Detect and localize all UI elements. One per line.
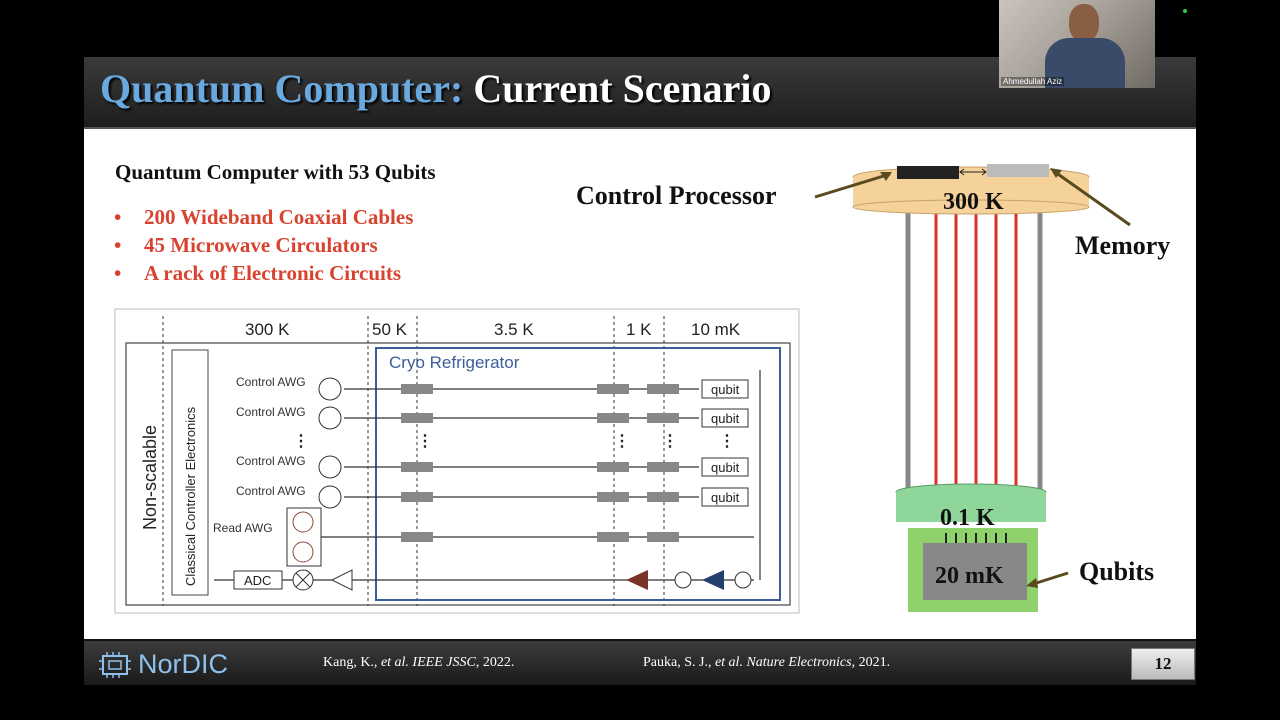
footer: NorDIC Kang, K., et al. IEEE JSSC, 2022.… xyxy=(84,639,1196,685)
attenuator xyxy=(597,492,629,502)
signal-source-icon xyxy=(318,485,342,509)
ellipsis: ⋮ xyxy=(662,433,678,450)
temp-3.5k: 3.5 K xyxy=(494,320,534,339)
non-scalable-label: Non-scalable xyxy=(140,425,160,530)
adc-label: ADC xyxy=(244,573,271,588)
stage-20mk-label: 20 mK xyxy=(935,563,1004,589)
status-dot xyxy=(1183,9,1187,13)
hemt-amplifier-icon xyxy=(626,570,648,590)
processor-chip xyxy=(897,166,959,179)
cryo-label: Cryo Refrigerator xyxy=(389,353,520,372)
memory-label: Memory xyxy=(1075,231,1170,260)
chip-icon xyxy=(99,651,131,678)
qubit-box xyxy=(701,379,749,399)
bullet-item: •45 Microwave Circulators xyxy=(114,233,378,257)
bullet-item: •A rack of Electronic Circuits xyxy=(114,261,402,285)
webcam-thumbnail[interactable]: Ahmedullah Aziz xyxy=(999,0,1155,88)
reference-kang: Kang, K., et al. IEEE JSSC, 2022. xyxy=(323,655,515,670)
attenuator xyxy=(597,462,629,472)
attenuator xyxy=(401,413,433,423)
qubit-label: qubit xyxy=(711,382,740,397)
coax-wires xyxy=(934,210,1018,495)
attenuator xyxy=(647,413,679,423)
circulator-icon xyxy=(734,571,752,589)
attenuator xyxy=(597,413,629,423)
stage-300k-label: 300 K xyxy=(943,189,1004,215)
attenuator xyxy=(401,462,433,472)
attenuator xyxy=(401,492,433,502)
link-arrow xyxy=(959,168,987,176)
cryostat-diagram: 300 K 0.1 K 20 mK xyxy=(852,164,1090,612)
figure-border xyxy=(114,308,800,614)
control-awg-label: Control AWG xyxy=(236,375,306,389)
signal-source-icon xyxy=(292,511,314,533)
temp-50k: 50 K xyxy=(372,320,408,339)
control-awg-label: Control AWG xyxy=(236,484,306,498)
mixer-cross xyxy=(295,572,311,588)
circuit-diagram: 300 K 50 K 3.5 K 1 K 10 mK Non-scalable … xyxy=(114,308,800,614)
controller-label: Classical Controller Electronics xyxy=(183,406,198,586)
qubit-label: qubit xyxy=(711,460,740,475)
title-accent: Quantum Computer: xyxy=(100,66,464,111)
attenuator xyxy=(597,532,629,542)
page-number: 12 xyxy=(1131,648,1195,680)
attenuator xyxy=(647,532,679,542)
ellipsis: ⋮ xyxy=(614,433,630,450)
attenuator xyxy=(647,492,679,502)
adc-box xyxy=(233,570,283,590)
control-processor-label: Control Processor xyxy=(576,181,777,210)
participant-name: Ahmedullah Aziz xyxy=(1001,77,1065,86)
participant-head xyxy=(1069,4,1099,42)
attenuator xyxy=(597,384,629,394)
control-awg-label: Control AWG xyxy=(236,454,306,468)
memory-chip xyxy=(987,164,1049,177)
control-awg-label: Control AWG xyxy=(236,405,306,419)
qubit-box xyxy=(701,487,749,507)
stage-01k-label: 0.1 K xyxy=(940,505,995,531)
temp-300k: 300 K xyxy=(245,320,290,339)
nordic-logo: NorDIC xyxy=(98,649,228,680)
attenuator xyxy=(647,462,679,472)
attenuator xyxy=(401,384,433,394)
signal-source-icon xyxy=(318,406,342,430)
pointer-arrow xyxy=(814,172,891,199)
ellipsis: ⋮ xyxy=(293,433,309,450)
amplifier-icon xyxy=(330,569,353,591)
signal-source-icon xyxy=(318,377,342,401)
reference-pauka: Pauka, S. J., et al. Nature Electronics,… xyxy=(643,655,891,670)
qubits-label: Qubits xyxy=(1079,557,1154,586)
qubit-box xyxy=(701,457,749,477)
top-disk-rim xyxy=(852,199,1090,215)
attenuator xyxy=(401,532,433,542)
participant-body xyxy=(1045,38,1125,88)
slide-title: Quantum Computer: Current Scenario xyxy=(100,65,771,112)
qubit-label: qubit xyxy=(711,411,740,426)
outer-box xyxy=(125,342,791,606)
circulator-icon xyxy=(674,571,692,589)
qubit-label: qubit xyxy=(711,490,740,505)
qubit-chip xyxy=(923,543,1027,600)
stage-dividers xyxy=(162,316,665,606)
read-awg-label: Read AWG xyxy=(213,521,273,535)
ellipsis: ⋮ xyxy=(417,433,433,450)
controller-box xyxy=(171,349,209,596)
signal-source-icon xyxy=(318,455,342,479)
qubit-box xyxy=(701,408,749,428)
signal-source-icon xyxy=(292,541,314,563)
temp-10mk: 10 mK xyxy=(691,320,741,339)
mid-disk-body xyxy=(896,492,1046,522)
jpa-amplifier-icon xyxy=(702,570,724,590)
slide-subtitle: Quantum Computer with 53 Qubits xyxy=(115,160,436,184)
cryo-refrigerator-box xyxy=(375,347,781,601)
bullet-list: •200 Wideband Coaxial Cables •45 Microwa… xyxy=(114,205,413,289)
logo-text: NorDIC xyxy=(138,649,229,679)
ellipsis: ⋮ xyxy=(719,433,735,450)
attenuator xyxy=(647,384,679,394)
bullet-item: •200 Wideband Coaxial Cables xyxy=(114,205,414,229)
temp-1k: 1 K xyxy=(626,320,652,339)
title-rest: Current Scenario xyxy=(473,66,772,111)
pointer-arrow xyxy=(1054,170,1131,227)
